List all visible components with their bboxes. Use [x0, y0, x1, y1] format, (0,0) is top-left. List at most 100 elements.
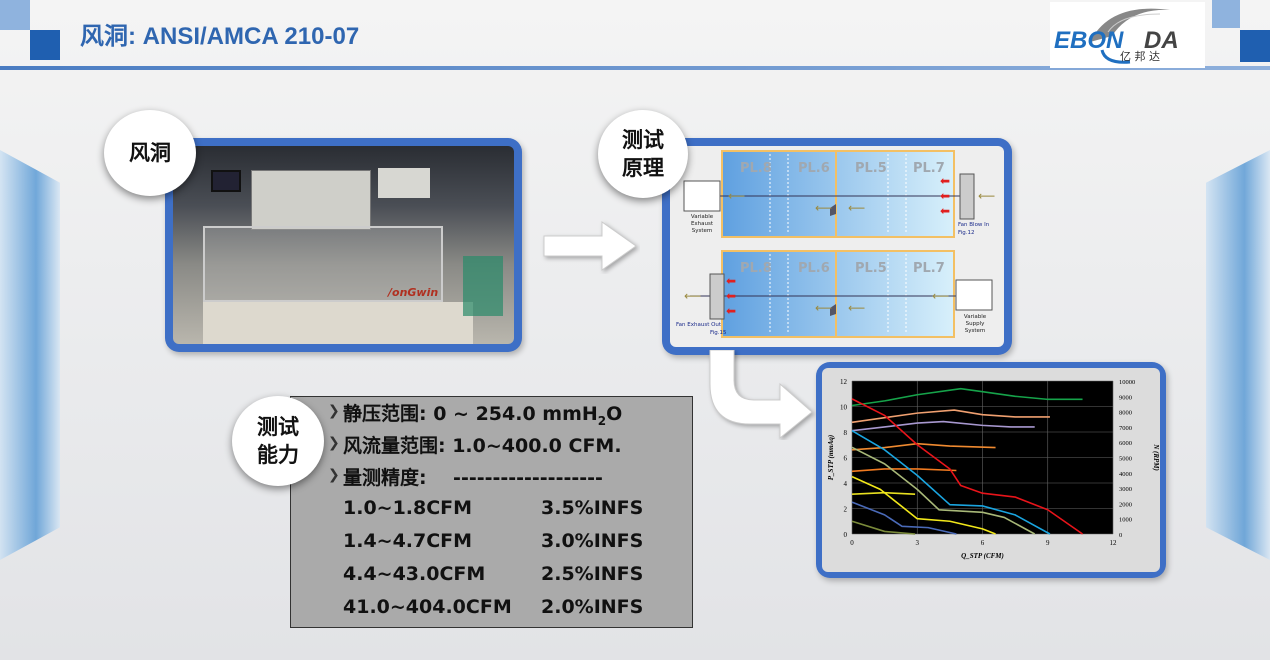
- static-pressure-range: 静压范围: 0 ~ 254.0 mmH2O: [343, 399, 622, 428]
- pressure-curve: [851, 430, 1051, 535]
- title-divider: [0, 66, 1270, 70]
- deco-square: [0, 0, 30, 30]
- flow-arrow-icon: ⟵: [848, 201, 865, 215]
- pressure-curve: [851, 446, 1036, 535]
- fan-label: Fan Exhaust Out: [676, 322, 722, 328]
- tunnel-section: [721, 250, 955, 338]
- y-tick-label: 0: [844, 531, 848, 539]
- fan-label: Fig.12: [958, 230, 975, 236]
- svg-text:EBON: EBON: [1054, 27, 1124, 54]
- red-arrow-icon: ⬅: [940, 189, 950, 203]
- accuracy: 2.5%INFS: [541, 563, 644, 585]
- page-title: 风洞: ANSI/AMCA 210-07: [80, 23, 360, 50]
- exhaust-label: System: [692, 228, 713, 234]
- accuracy: 3.0%INFS: [541, 530, 644, 552]
- bullet-icon: ❯: [328, 435, 340, 451]
- y-tick-label: 12: [840, 378, 848, 386]
- supply-label: Supply: [966, 321, 985, 327]
- y2-tick-label: 3000: [1119, 486, 1132, 493]
- circuit-decoration-right: [1206, 150, 1270, 560]
- accuracy: 3.5%INFS: [541, 497, 644, 519]
- plane-label: PL.5: [855, 261, 887, 276]
- supply-label: Variable: [964, 314, 987, 320]
- subscript: 2: [597, 413, 607, 428]
- bullet-icon: ❯: [328, 467, 340, 483]
- deco-square: [1240, 30, 1270, 62]
- exhaust-label: Exhaust: [691, 221, 714, 227]
- y-tick-label: 4: [844, 480, 848, 488]
- arrow-curved-icon: [709, 350, 813, 440]
- plane-label: PL.7: [913, 161, 945, 176]
- plane-label: PL.5: [855, 161, 887, 176]
- bubble-label: 测试: [257, 415, 299, 439]
- y-axis-label: P_STP (mmAq): [827, 435, 835, 480]
- deco-square: [30, 30, 60, 60]
- red-arrow-icon: ⬅: [726, 289, 736, 303]
- y2-axis-label: N (RPM): [1152, 443, 1160, 471]
- x-tick-label: 9: [1046, 539, 1050, 547]
- accuracy-row: 4.4~43.0CFM 2.5%INFS: [343, 563, 643, 585]
- y2-tick-label: 6000: [1119, 440, 1132, 447]
- supply-label: System: [965, 328, 986, 334]
- y2-tick-label: 5000: [1119, 456, 1132, 463]
- static-pressure-unit: O: [606, 403, 623, 425]
- flow-arrow-icon: ⟵: [978, 189, 995, 203]
- red-arrow-icon: ⬅: [940, 174, 950, 188]
- y2-tick-label: 8000: [1119, 410, 1132, 417]
- flow-arrow-icon: ⟵: [728, 189, 745, 203]
- flow-arrow-icon: ⟵: [848, 301, 865, 315]
- pressure-curve: [851, 398, 1084, 535]
- bubble-label: 风洞: [129, 141, 171, 165]
- range: 4.4~43.0CFM: [343, 563, 486, 585]
- accuracy-row: 1.4~4.7CFM 3.0%INFS: [343, 530, 643, 552]
- rpm-curve: [851, 420, 1035, 432]
- test-principle-bubble: 测试原理: [598, 110, 688, 198]
- bullet-icon: ❯: [328, 403, 340, 419]
- y2-tick-label: 2000: [1119, 501, 1132, 508]
- y2-tick-label: 4000: [1119, 471, 1132, 478]
- test-capability-bubble: 测试能力: [232, 396, 324, 486]
- bubble-label: 能力: [257, 443, 299, 467]
- fan-label: Fan Blow In: [958, 222, 990, 228]
- y2-tick-label: 9000: [1119, 394, 1132, 401]
- plane-label: PL.6: [798, 261, 830, 276]
- x-axis-label: Q_STP (CFM): [961, 552, 1004, 560]
- red-arrow-icon: ⬅: [940, 204, 950, 218]
- wind-tunnel-photo-frame: /onGwin: [165, 138, 522, 352]
- y2-tick-label: 7000: [1119, 425, 1132, 432]
- deco-square: [1212, 0, 1240, 28]
- accuracy-row: 1.0~1.8CFM 3.5%INFS: [343, 497, 643, 519]
- y-tick-label: 8: [844, 429, 848, 437]
- plane-label: PL.8: [740, 261, 772, 276]
- pressure-curve: [851, 520, 916, 535]
- range: 1.0~1.8CFM: [343, 497, 473, 519]
- flow-arrow-icon: ⟵: [815, 301, 832, 315]
- range: 1.4~4.7CFM: [343, 530, 473, 552]
- exhaust-label: Variable: [691, 214, 714, 220]
- y-tick-label: 2: [844, 506, 848, 514]
- range: 41.0~404.0CFM: [343, 596, 512, 618]
- flow-arrow-icon: ⟵: [815, 201, 832, 215]
- rpm-curve: [851, 409, 1050, 424]
- arrow-right-icon: [543, 221, 637, 271]
- y2-tick-label: 10000: [1119, 379, 1135, 386]
- photo-brand-label: /onGwin: [388, 286, 439, 299]
- x-tick-label: 12: [1110, 539, 1118, 547]
- wind-tunnel-bubble: 风洞: [104, 110, 196, 196]
- bubble-label: 原理: [622, 156, 664, 180]
- fan-icon: [959, 173, 975, 220]
- tunnel-section: [721, 150, 955, 238]
- static-pressure-text: 静压范围: 0 ~ 254.0 mmH: [343, 403, 598, 425]
- x-tick-label: 6: [981, 539, 985, 547]
- x-tick-label: 3: [916, 539, 920, 547]
- red-arrow-icon: ⬅: [726, 274, 736, 288]
- pressure-curve: [851, 501, 957, 535]
- airflow-range: 风流量范围: 1.0~400.0 CFM.: [343, 435, 622, 457]
- flow-arrow-icon: ⟵: [932, 289, 949, 303]
- plane-label: PL.7: [913, 261, 945, 276]
- capability-panel: ❯ ❯ ❯ 静压范围: 0 ~ 254.0 mmH2O 风流量范围: 1.0~4…: [290, 396, 693, 628]
- rpm-curve: [851, 468, 957, 473]
